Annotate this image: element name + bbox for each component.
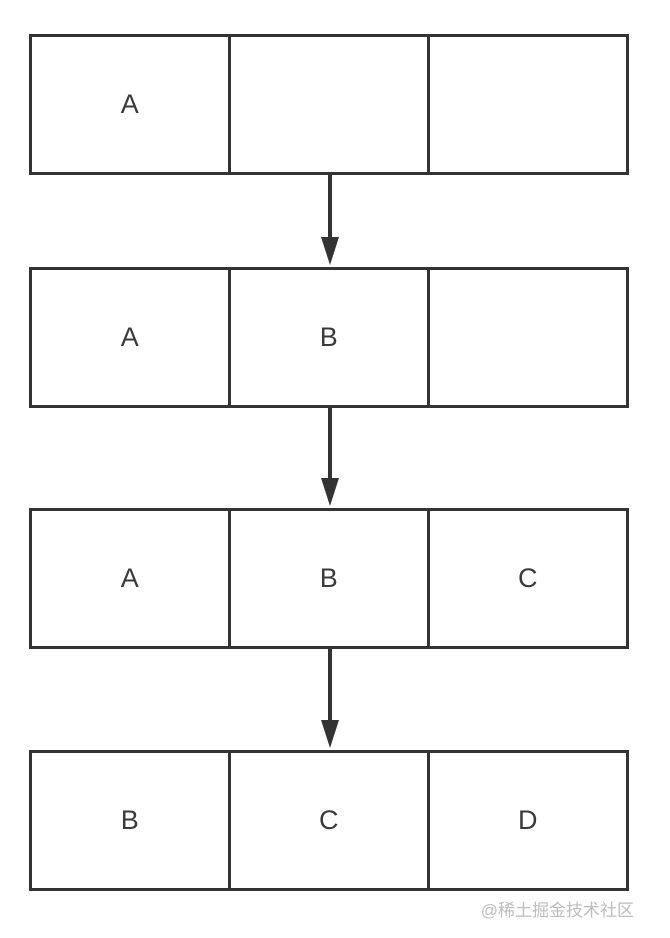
array-cell: B bbox=[32, 753, 231, 888]
array-cell: B bbox=[231, 270, 430, 405]
cell-label: B bbox=[319, 322, 339, 352]
arrowhead-down-icon bbox=[320, 478, 339, 506]
down-arrow-3 bbox=[320, 649, 339, 748]
arrowhead-down-icon bbox=[320, 720, 339, 748]
cell-label: B bbox=[120, 805, 140, 835]
arrow-stem bbox=[327, 175, 332, 237]
cell-label: C bbox=[319, 805, 339, 835]
down-arrow-2 bbox=[320, 408, 339, 506]
array-state-4: B C D bbox=[29, 750, 629, 891]
array-state-1: A bbox=[29, 34, 629, 175]
array-cell bbox=[231, 37, 430, 172]
array-cell bbox=[430, 37, 626, 172]
arrow-stem bbox=[327, 649, 332, 720]
array-cell: A bbox=[32, 270, 231, 405]
cell-label: A bbox=[120, 322, 140, 352]
cell-label: C bbox=[518, 563, 538, 593]
cell-label: A bbox=[120, 563, 140, 593]
array-cell: A bbox=[32, 511, 231, 646]
array-cell: C bbox=[231, 753, 430, 888]
cell-label: A bbox=[120, 89, 140, 119]
cell-label: B bbox=[319, 563, 339, 593]
array-cell: A bbox=[32, 37, 231, 172]
cell-label: D bbox=[518, 805, 538, 835]
array-cell: B bbox=[231, 511, 430, 646]
arrow-stem bbox=[327, 408, 332, 478]
watermark: @稀土掘金技术社区 bbox=[480, 901, 634, 920]
array-state-2: A B bbox=[29, 267, 629, 408]
array-cell bbox=[430, 270, 626, 405]
array-cell: C bbox=[430, 511, 626, 646]
down-arrow-1 bbox=[320, 175, 339, 265]
arrowhead-down-icon bbox=[320, 237, 339, 265]
array-cell: D bbox=[430, 753, 626, 888]
array-state-3: A B C bbox=[29, 508, 629, 649]
